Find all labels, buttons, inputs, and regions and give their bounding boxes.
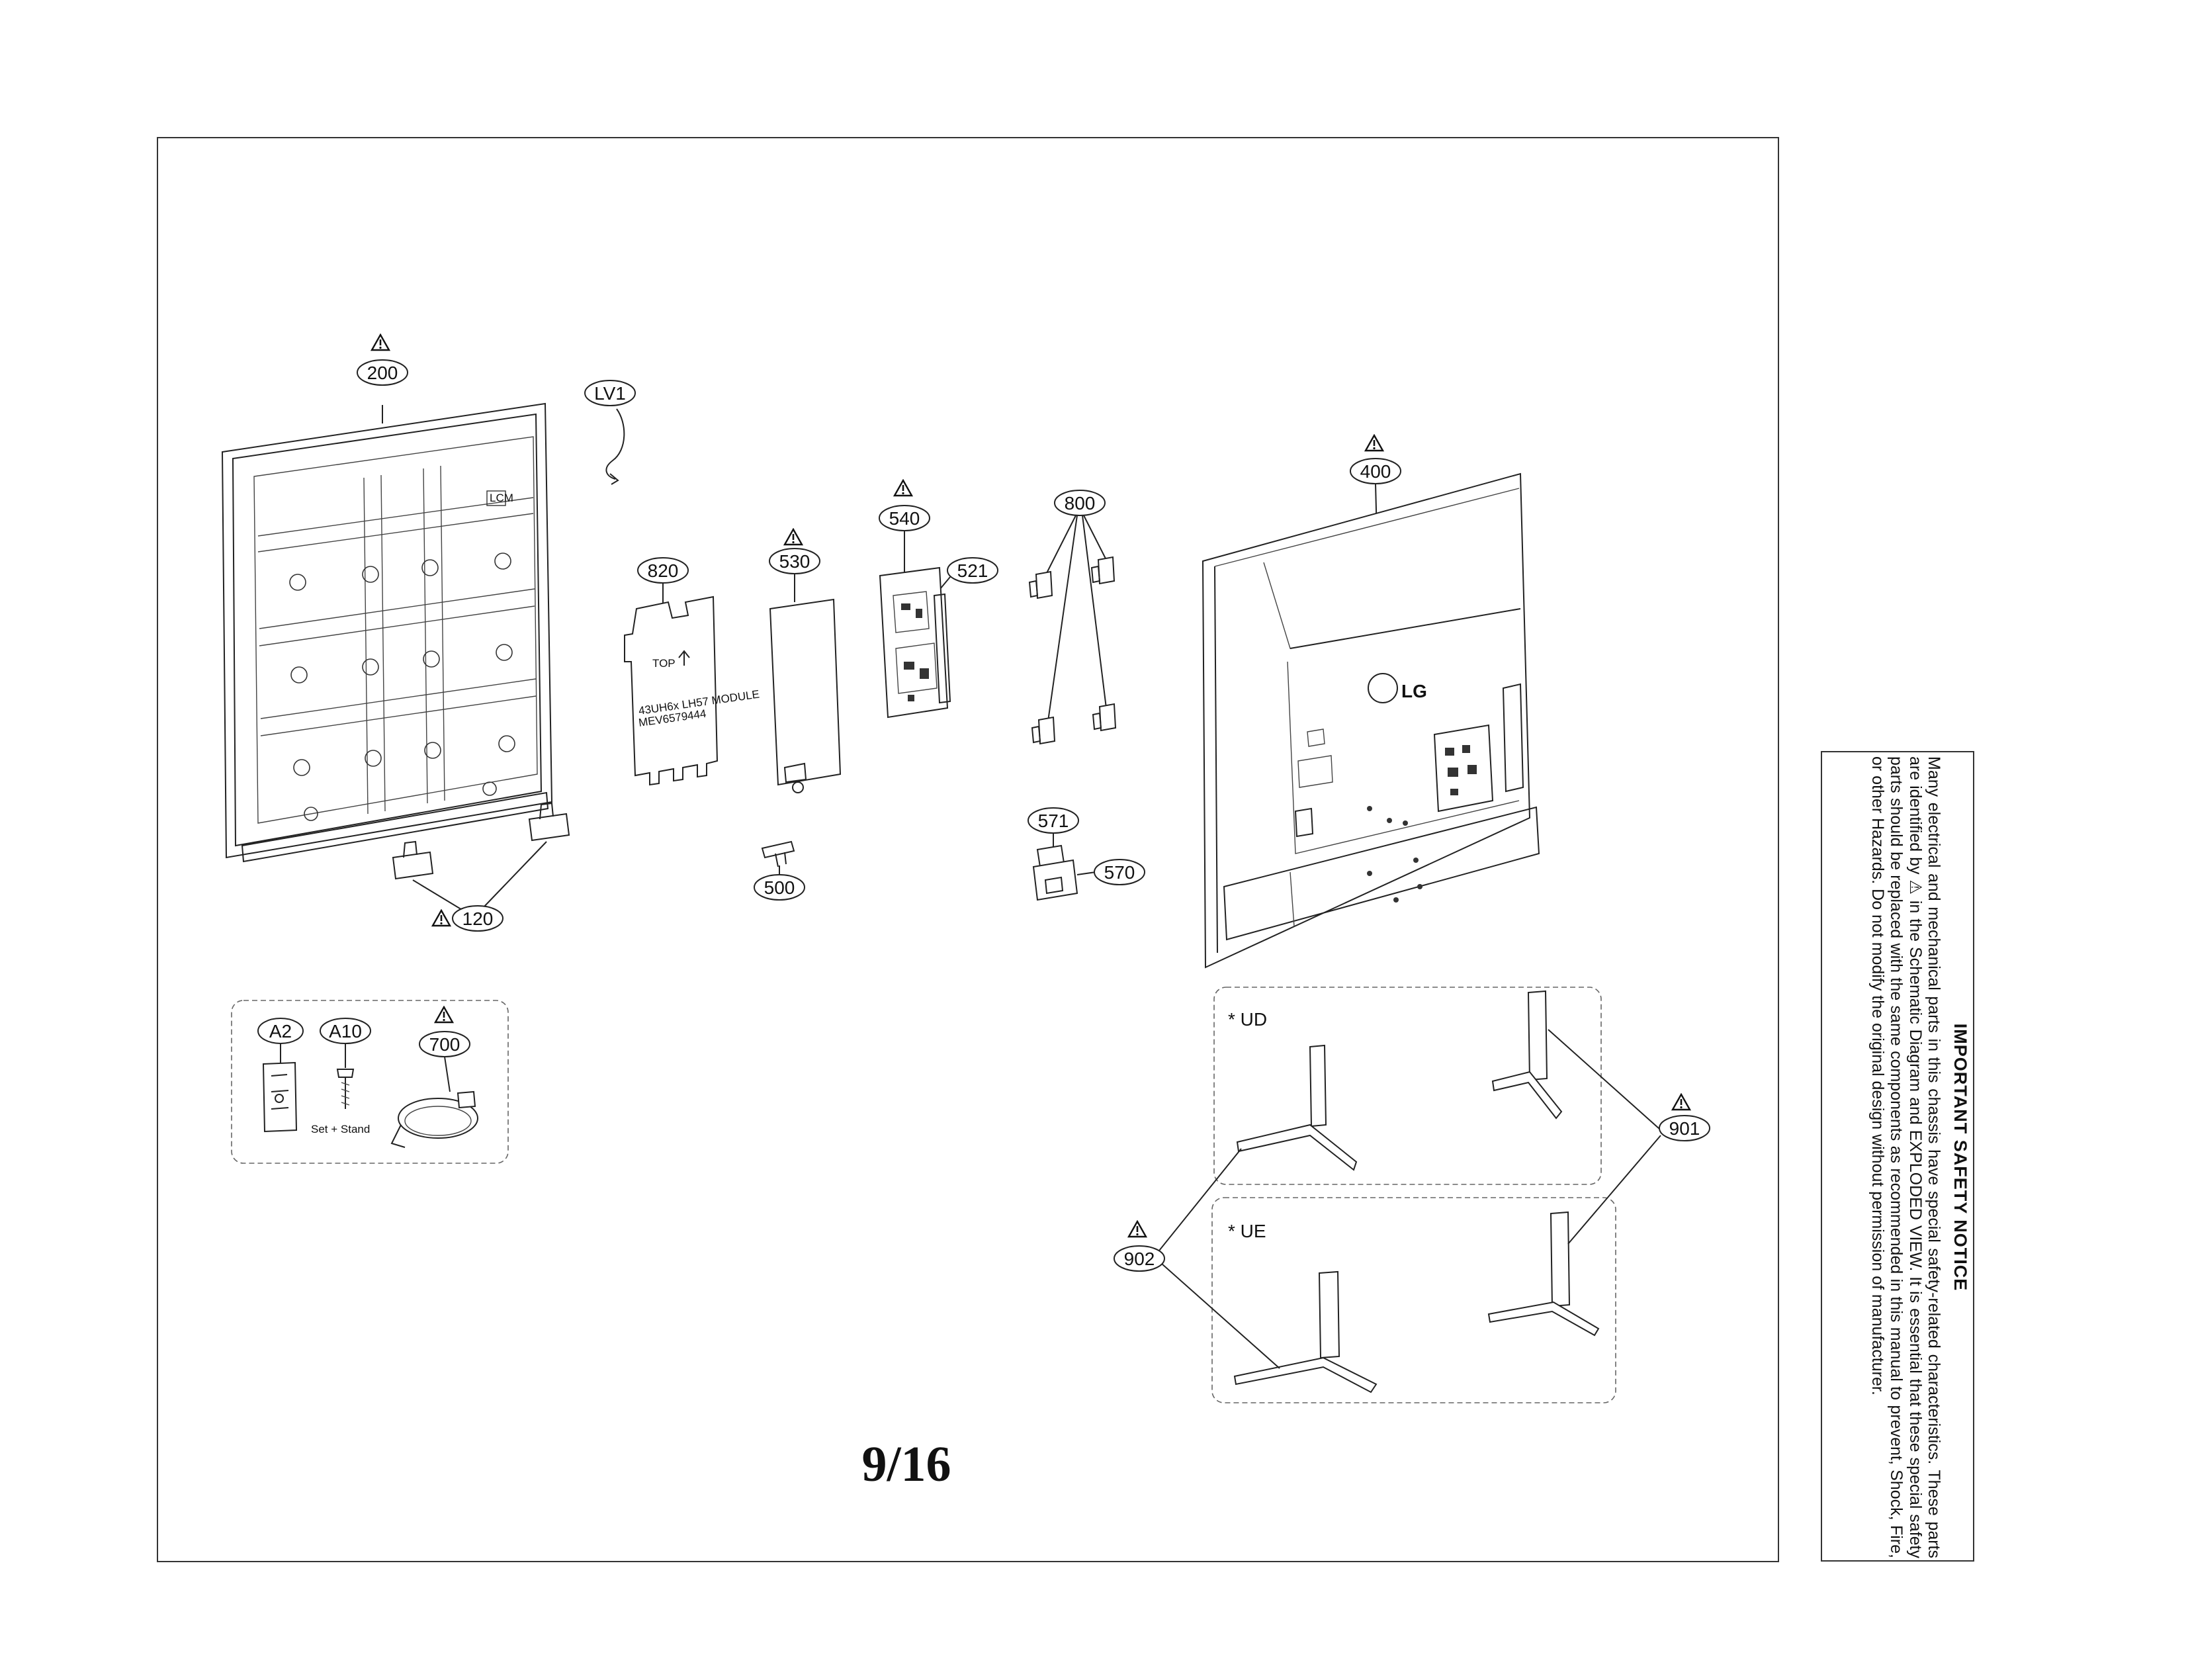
callout-200: 200 — [367, 363, 398, 383]
lg-logo: LG — [1401, 681, 1427, 701]
callout-540: 540 — [889, 508, 920, 529]
callout-820: 820 — [648, 560, 679, 581]
diagram-frame — [157, 137, 1779, 1562]
stand-variant-ud-box — [1213, 987, 1602, 1185]
callout-521: 521 — [957, 560, 988, 581]
callout-902: 902 — [1124, 1249, 1155, 1269]
callout-700: 700 — [429, 1034, 460, 1055]
callout-400: 400 — [1360, 461, 1391, 482]
callout-901: 901 — [1669, 1118, 1700, 1139]
stand-902-ue — [1233, 1270, 1378, 1393]
power-cord-700 — [390, 1090, 478, 1148]
main-board-540 — [879, 566, 951, 719]
accessories-box — [231, 1000, 509, 1164]
svg-text:LCM: LCM — [490, 492, 513, 504]
callout-LV1: LV1 — [594, 383, 626, 404]
callout-570: 570 — [1104, 862, 1135, 883]
variant-ue-label: * UE — [1228, 1221, 1266, 1241]
safety-notice: IMPORTANT SAFETY NOTICE Many electrical … — [1821, 751, 1974, 1562]
safety-notice-title: IMPORTANT SAFETY NOTICE — [1950, 1023, 1970, 1292]
insulator-sheet-820: TOP 43UH6x LH57 MODULE MEV6579444 — [624, 596, 760, 786]
ir-module-500 — [761, 840, 795, 867]
cable-LV1 — [605, 408, 625, 485]
stand-902-ud — [1236, 1044, 1358, 1171]
page-number: 9/16 — [861, 1437, 951, 1492]
power-board-530 — [769, 598, 842, 793]
callout-A2: A2 — [269, 1021, 292, 1041]
accessory-note: Set + Stand — [311, 1123, 370, 1135]
stand-901-ue — [1487, 1211, 1600, 1337]
back-cover-400: LG — [1202, 472, 1540, 969]
stand-901-ud — [1491, 990, 1563, 1120]
variant-ud-label: * UD — [1228, 1009, 1267, 1030]
display-module-200: LCM — [221, 402, 553, 863]
callout-800: 800 — [1065, 493, 1096, 513]
callout-A10: A10 — [329, 1021, 362, 1041]
remote-control-A2 — [262, 1061, 298, 1133]
stand-variant-ue-box — [1211, 1197, 1616, 1403]
speaker-800 — [1028, 556, 1117, 745]
screw-A10 — [336, 1069, 355, 1109]
callout-530: 530 — [779, 551, 810, 572]
callout-120: 120 — [462, 908, 494, 929]
joystick-570 — [1032, 844, 1078, 901]
safety-notice-body: Many electrical and mechanical parts in … — [1868, 756, 1943, 1558]
bracket-120 — [392, 802, 570, 880]
sheet-top-label: TOP — [652, 657, 676, 670]
callout-571: 571 — [1038, 811, 1069, 831]
callout-500: 500 — [764, 877, 795, 898]
